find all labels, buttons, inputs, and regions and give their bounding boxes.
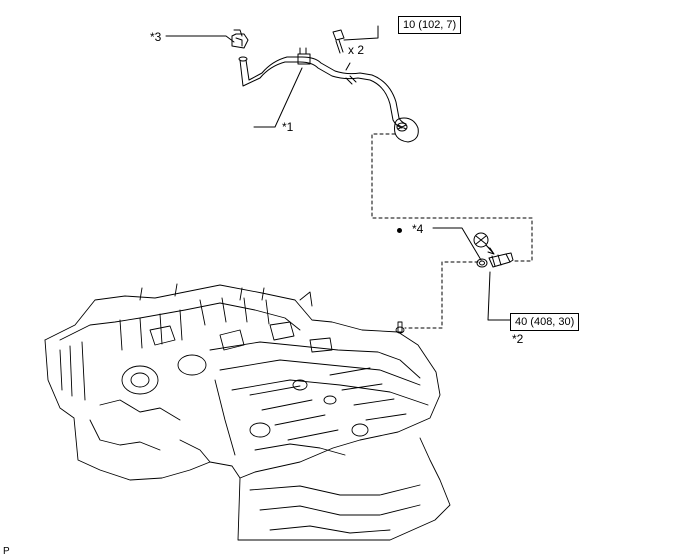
- hose-tube: [238, 47, 419, 143]
- gasket: [476, 258, 488, 268]
- torque-spec-lower: 40 (408, 30): [510, 313, 580, 331]
- engine-block: [44, 283, 451, 541]
- non-reusable-dot-icon: [397, 228, 402, 233]
- callout-2-label: *2: [512, 332, 524, 346]
- callout-3-label: *3: [150, 30, 162, 44]
- leader-lines: [165, 25, 511, 321]
- new-part-icon: [473, 232, 495, 255]
- union-bolt: [488, 252, 514, 268]
- quantity-label: x 2: [348, 43, 365, 57]
- hose-clip: [231, 29, 249, 49]
- torque-spec-upper: 10 (102, 7): [398, 16, 462, 34]
- guide-lines: [371, 133, 533, 329]
- callout-1-label: *1: [282, 120, 294, 134]
- bolt: [332, 29, 345, 54]
- callout-4-label: *4: [412, 222, 424, 236]
- footer-code: P: [3, 546, 10, 557]
